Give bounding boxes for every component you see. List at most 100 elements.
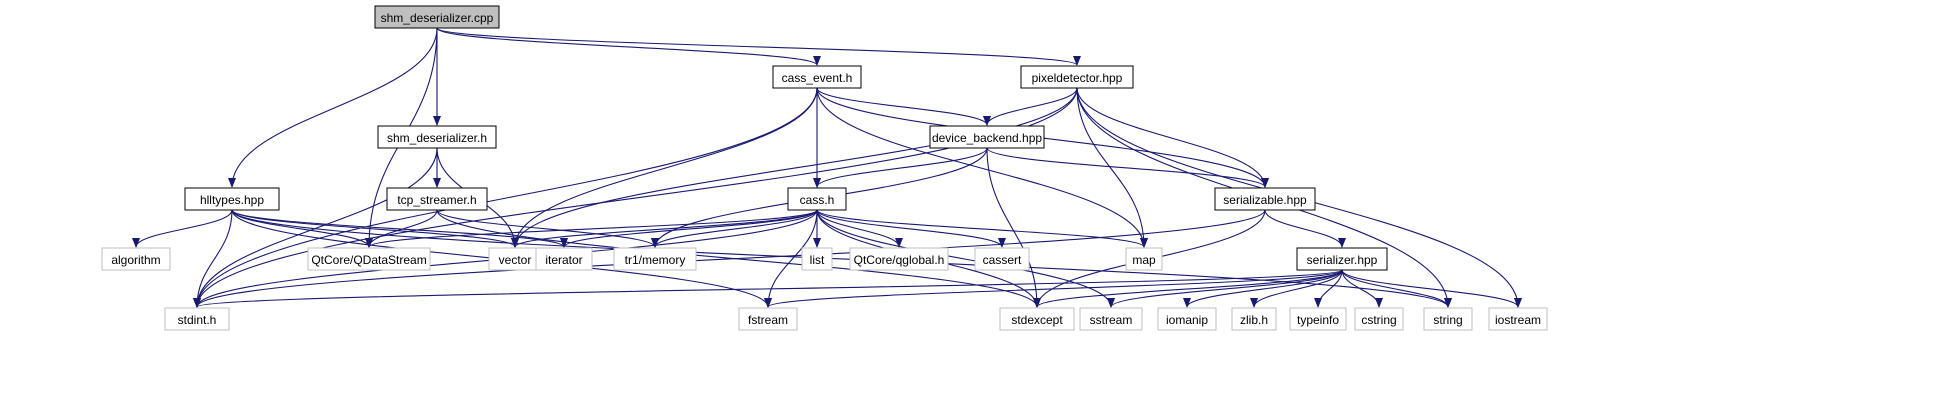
edge-cass_h-to-qdatastream	[365, 209, 818, 248]
node-string: string	[1423, 307, 1473, 331]
node-tr1-memory: tr1/memory	[613, 247, 697, 271]
node-serializable-hpp[interactable]: serializable.hpp	[1214, 187, 1316, 211]
edge-pixeldetector_hpp-to-vector	[511, 87, 1078, 248]
edge-shm_deserializer_cpp-to-cass_event_h	[436, 27, 821, 66]
edge-cass_event_h-to-device_backend_hpp	[816, 87, 991, 126]
node-box	[1231, 307, 1277, 331]
node-label: cass_event.h	[782, 71, 853, 85]
edge-shm_deserializer_cpp-to-pixeldetector_hpp	[436, 27, 1081, 66]
node-device-backend-hpp[interactable]: device_backend.hpp	[929, 125, 1045, 149]
edge-cass_event_h-to-vector	[511, 87, 818, 248]
node-box	[929, 125, 1045, 149]
node-sstream: sstream	[1079, 307, 1143, 331]
node-list: list	[801, 247, 833, 271]
node-fstream: fstream	[738, 307, 798, 331]
node-qdatastream: QtCore/QDataStream	[307, 247, 431, 271]
edge-hlltypes_hpp-to-vector	[231, 209, 519, 248]
node-label: typeinfo	[1297, 313, 1339, 327]
edge-hlltypes_hpp-to-iterator	[231, 209, 568, 248]
edge-serializer_hpp-to-typeinfo	[1314, 269, 1343, 308]
node-cass-event-h[interactable]: cass_event.h	[772, 65, 862, 89]
node-cass-h[interactable]: cass.h	[787, 187, 847, 211]
node-box	[849, 247, 949, 271]
node-iomanip: iomanip	[1157, 307, 1217, 331]
edge-device_backend_hpp-to-serializable_hpp	[986, 147, 1269, 188]
node-box	[1079, 307, 1143, 331]
node-zlib-h: zlib.h	[1231, 307, 1277, 331]
node-label: cstring	[1361, 313, 1396, 327]
node-label: stdexcept	[1011, 313, 1063, 327]
node-box	[374, 5, 500, 29]
node-label: zlib.h	[1240, 313, 1268, 327]
node-cassert: cassert	[974, 247, 1030, 271]
node-layer: shm_deserializer.cpp cass_event.h pixeldet…	[101, 5, 1548, 331]
node-stdexcept: stdexcept	[999, 307, 1075, 331]
node-label: shm_deserializer.cpp	[381, 11, 494, 25]
node-pixeldetector-hpp[interactable]: pixeldetector.hpp	[1020, 65, 1134, 89]
edge-pixeldetector_hpp-to-device_backend_hpp	[983, 87, 1078, 126]
node-label: string	[1433, 313, 1462, 327]
node-box	[535, 247, 593, 271]
node-hlltypes-hpp[interactable]: hlltypes.hpp	[184, 187, 280, 211]
node-label: map	[1132, 253, 1156, 267]
node-label: serializable.hpp	[1223, 193, 1307, 207]
node-box	[101, 247, 171, 271]
node-box	[1214, 187, 1316, 211]
edge-layer	[132, 27, 1522, 308]
edge-serializable_hpp-to-stdint_h	[193, 209, 1266, 308]
edge-hlltypes_hpp-to-stdint_h	[193, 209, 233, 308]
node-label: stdint.h	[178, 313, 217, 327]
edge-shm_deserializer_h-to-stdint_h	[193, 147, 438, 308]
node-box	[772, 65, 862, 89]
edge-hlltypes_hpp-to-algorithm	[132, 209, 233, 248]
node-box	[1125, 247, 1163, 271]
node-label: tcp_streamer.h	[397, 193, 476, 207]
edge-cass_event_h-to-stdint_h	[193, 87, 818, 308]
node-vector: vector	[488, 247, 542, 271]
edge-pixeldetector_hpp-to-stdint_h	[193, 87, 1078, 308]
node-map: map	[1125, 247, 1163, 271]
edge-serializer_hpp-to-string	[1341, 269, 1452, 308]
edge-cass_h-to-cassert	[816, 209, 1006, 248]
edge-cass_h-to-map	[816, 209, 1148, 248]
node-label: vector	[499, 253, 532, 267]
node-box	[999, 307, 1075, 331]
edge-tcp_streamer_h-to-tr1_memory	[436, 209, 659, 248]
node-shm-deserializer-h[interactable]: shm_deserializer.h	[377, 125, 497, 149]
edge-serializer_hpp-to-stdexcept	[1033, 269, 1343, 308]
node-label: shm_deserializer.h	[387, 131, 487, 145]
edge-cass_h-to-sstream	[816, 209, 1115, 308]
node-box	[377, 125, 497, 149]
edge-hlltypes_hpp-to-qdatastream	[231, 209, 373, 248]
edge-cass_event_h-to-map	[816, 87, 1148, 248]
edge-pixeldetector_hpp-to-serializable_hpp	[1076, 87, 1269, 188]
node-label: QtCore/qglobal.h	[854, 253, 945, 267]
node-label: hlltypes.hpp	[200, 193, 264, 207]
edge-hlltypes_hpp-to-string	[231, 209, 1452, 308]
node-label: iterator	[545, 253, 582, 267]
edge-serializer_hpp-to-iostream	[1341, 269, 1522, 308]
node-label: algorithm	[111, 253, 160, 267]
node-tcp-streamer-h[interactable]: tcp_streamer.h	[386, 187, 488, 211]
node-label: sstream	[1090, 313, 1133, 327]
node-qglobal: QtCore/qglobal.h	[849, 247, 949, 271]
node-iterator: iterator	[535, 247, 593, 271]
edge-shm_deserializer_cpp-to-hlltypes_hpp	[228, 27, 438, 188]
edge-device_backend_hpp-to-cass_h	[813, 147, 988, 188]
edge-serializer_hpp-to-iomanip	[1183, 269, 1343, 308]
node-label: serializer.hpp	[1307, 253, 1378, 267]
node-box	[1289, 307, 1347, 331]
node-box	[1488, 307, 1548, 331]
node-box	[386, 187, 488, 211]
node-box	[1296, 247, 1388, 271]
node-label: cass.h	[800, 193, 835, 207]
node-iostream: iostream	[1488, 307, 1548, 331]
node-shm-deserializer-cpp[interactable]: shm_deserializer.cpp	[374, 5, 500, 29]
edge-serializer_hpp-to-zlib_h	[1250, 269, 1343, 308]
node-label: QtCore/QDataStream	[311, 253, 426, 267]
node-stdint-h: stdint.h	[164, 307, 230, 331]
node-box	[974, 247, 1030, 271]
node-serializer-hpp[interactable]: serializer.hpp	[1296, 247, 1388, 271]
node-box	[801, 247, 833, 271]
